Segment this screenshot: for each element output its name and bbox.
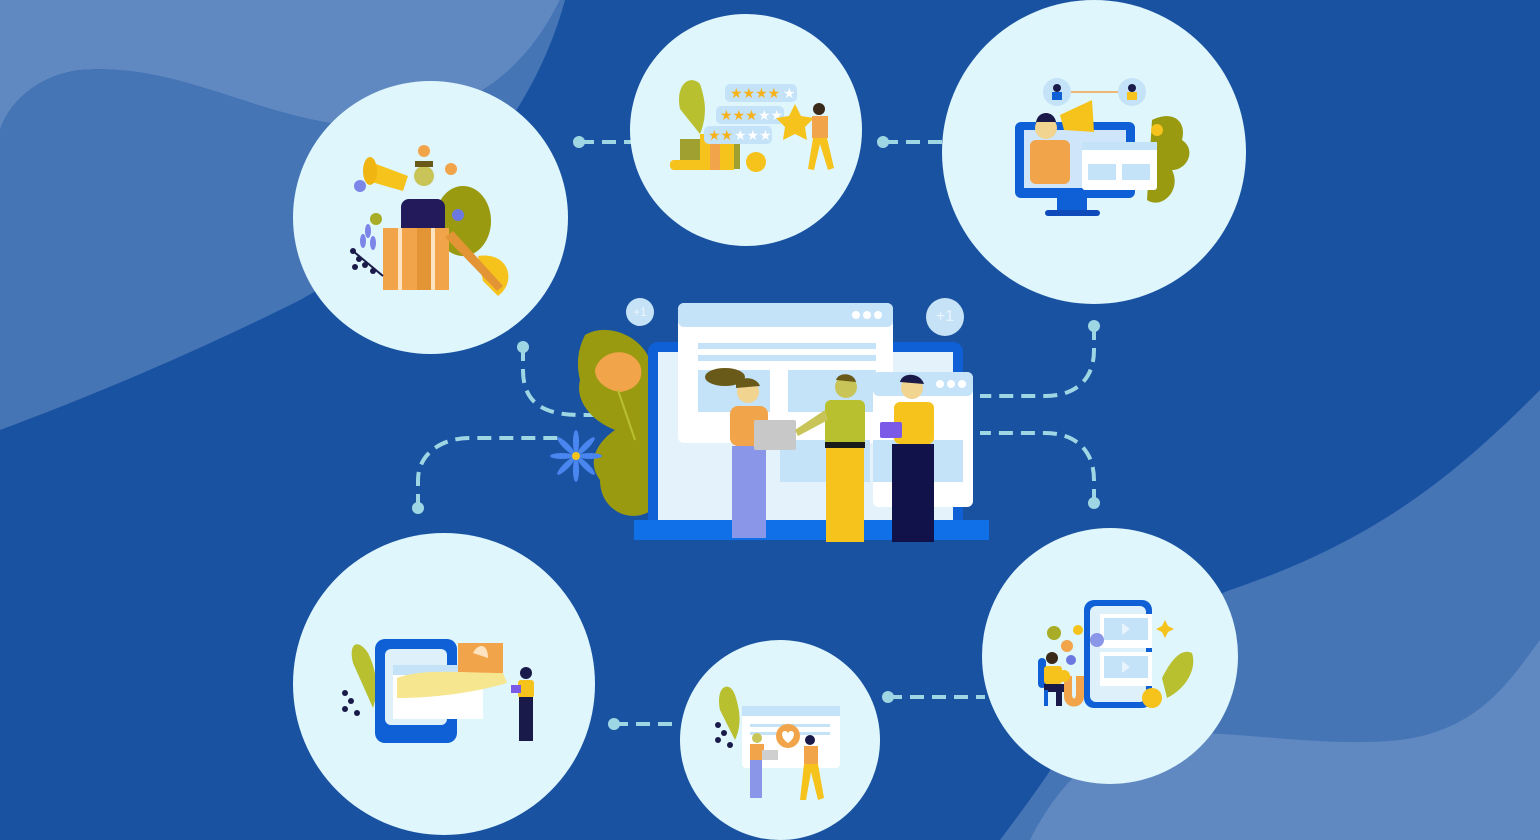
- node-mobile-attraction-magnet: [982, 528, 1238, 784]
- monitor-megaphone-icon: [1015, 78, 1190, 216]
- node-gift-box-announcement: [293, 81, 568, 354]
- node-online-broadcast: [942, 0, 1246, 304]
- star-rating-icon: ★★★★★★★★★ ★★★★★★: [670, 80, 834, 172]
- svg-text:★★: ★★: [758, 108, 783, 124]
- team-collaborating-on-website: +1 +1: [540, 280, 1020, 570]
- svg-text:★: ★: [783, 86, 796, 102]
- svg-text:★★★★: ★★★★: [730, 86, 780, 102]
- node-tablet-gift-offer: [293, 533, 595, 835]
- node-website-likes: [680, 640, 880, 840]
- node-star-ratings-rewards: ★★★★★★★★★ ★★★★★★: [630, 14, 862, 246]
- svg-text:★★★: ★★★: [734, 128, 772, 144]
- svg-text:★★★: ★★★: [720, 108, 758, 124]
- megaphone-gift-box-icon: [350, 145, 509, 296]
- tablet-gift-icon: [342, 639, 534, 743]
- heart-like-icon: [715, 686, 840, 800]
- svg-text:★★: ★★: [708, 128, 733, 144]
- magnet-phone-icon: [1038, 600, 1194, 708]
- plus-one-badge-left: +1: [626, 298, 654, 326]
- plus-one-badge-right: +1: [926, 298, 964, 336]
- connector-dots: [412, 136, 1100, 730]
